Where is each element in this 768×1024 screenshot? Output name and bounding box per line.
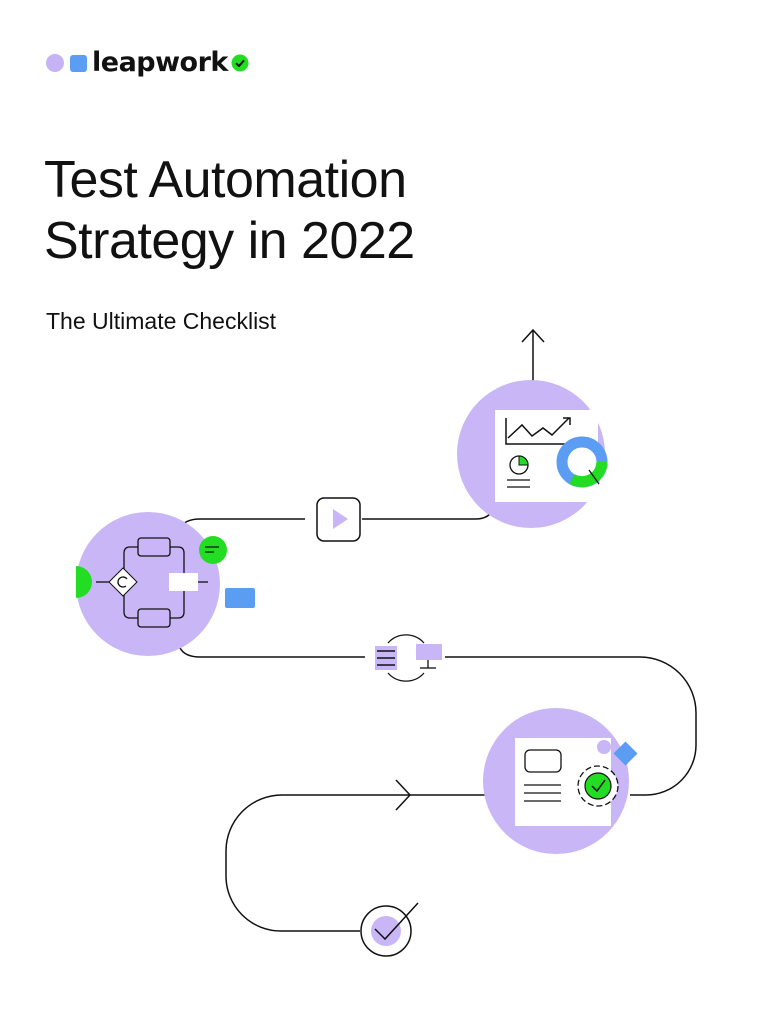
workflow-path bbox=[179, 507, 697, 932]
logo-square-mark bbox=[70, 54, 87, 72]
up-arrow-icon bbox=[521, 328, 545, 382]
play-button-icon bbox=[316, 497, 361, 542]
direction-arrow-icon bbox=[395, 779, 412, 811]
page-subtitle: The Ultimate Checklist bbox=[46, 308, 277, 334]
completion-check-icon bbox=[360, 902, 419, 957]
brand-wordmark: leapwork bbox=[92, 47, 228, 78]
settings-dashboard-illustration bbox=[483, 708, 638, 854]
title-line-1: Test Automation bbox=[44, 151, 407, 209]
data-exchange-icon bbox=[375, 634, 442, 682]
logo-check-icon bbox=[231, 54, 249, 72]
title-line-2: Strategy in 2022 bbox=[44, 212, 415, 270]
logo-circle-mark bbox=[46, 54, 64, 72]
flowchart-illustration bbox=[76, 512, 255, 656]
brand-logo: leapwork bbox=[46, 45, 249, 81]
analytics-report-illustration bbox=[457, 380, 608, 528]
page-title: Test Automation Strategy in 2022 bbox=[44, 150, 415, 272]
